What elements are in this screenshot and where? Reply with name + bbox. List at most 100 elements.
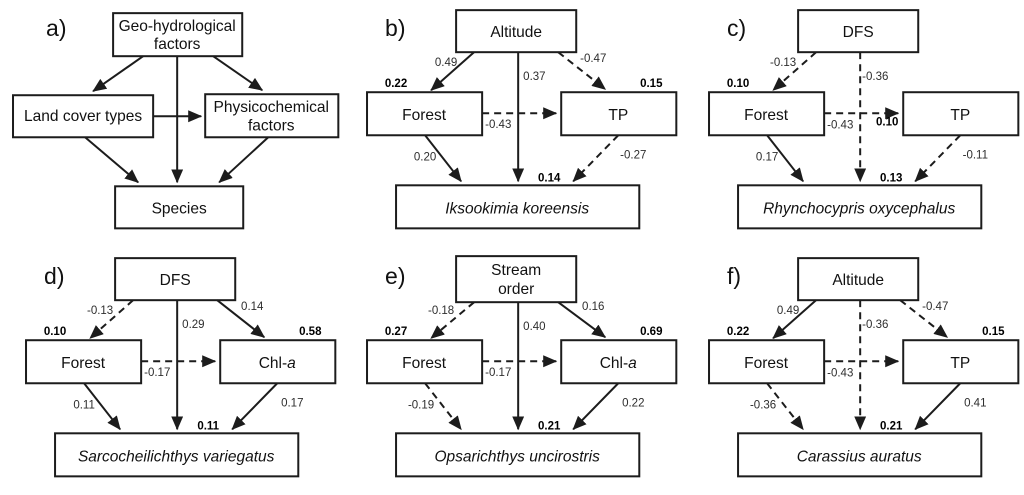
arrow-altitude-to-tp	[557, 51, 607, 91]
node-forest	[366, 338, 484, 384]
node-species-label: Iksookimia koreensis	[446, 200, 590, 217]
node-species	[736, 184, 982, 230]
node-species-label: Opsarichthys uncirostris	[435, 448, 601, 465]
node-forest	[707, 91, 825, 137]
node-tp	[901, 338, 1019, 384]
node-chl-a-label: Chl-a	[259, 355, 296, 372]
arrow-streamorder-to-chl-a	[557, 300, 607, 338]
arrow-forest-to-species	[424, 382, 463, 430]
edge-label-dfs-chl-a: 0.14	[241, 301, 264, 313]
edge-label-forest-chl-a: -0.17	[144, 367, 170, 379]
edge-label-forest-tp: -0.43	[827, 367, 853, 379]
panel-f-carassius-auratus: f) Altitude Forest TP Carassius auratus …	[707, 256, 1019, 477]
node-tp-label: TP	[950, 355, 970, 372]
node-land-cover	[12, 94, 155, 139]
r2-tp: 0.10	[876, 116, 898, 128]
node-species	[736, 431, 982, 477]
node-stream-order	[455, 254, 578, 303]
node-forest-label: Forest	[402, 107, 447, 124]
edge-label-chl-a-species: 0.17	[281, 397, 303, 409]
panel-letter: e)	[385, 263, 405, 289]
edge-label-tp-species: -0.27	[620, 149, 646, 161]
edge-label-streamorder-chl-a: 0.16	[582, 301, 604, 313]
node-chl-a	[219, 338, 337, 384]
r2-species: 0.11	[197, 420, 219, 432]
panel-letter: d)	[44, 263, 64, 289]
arrow-altitude-to-forest	[771, 298, 817, 339]
r2-species: 0.21	[880, 420, 903, 432]
panel-d-sarcocheilichthys-variegatus: d) DFS Forest Chl-a Sarcocheilichthys va…	[25, 256, 337, 477]
node-species	[395, 184, 641, 230]
node-chl-a-label: Chl-a	[600, 355, 637, 372]
r2-forest: 0.10	[44, 326, 66, 338]
edge-label-forest-species: -0.36	[750, 399, 776, 411]
r2-species: 0.14	[538, 172, 561, 184]
arrow-forest-to-species	[83, 382, 121, 430]
edge-label-altitude-tp: -0.47	[580, 53, 606, 65]
node-forest	[366, 91, 484, 137]
node-tp-label: TP	[950, 107, 970, 124]
node-tp	[560, 91, 678, 137]
node-landcover-label: Land cover types	[24, 108, 142, 125]
r2-forest: 0.22	[385, 78, 407, 90]
edge-label-dfs-forest: -0.13	[770, 57, 796, 69]
edge-label-streamorder-species: 0.40	[524, 321, 546, 333]
arrow-forest-to-species	[765, 134, 804, 183]
arrow-tp-to-species	[914, 382, 961, 430]
edge-label-forest-species: 0.20	[414, 151, 436, 163]
edge-label-streamorder-forest: -0.18	[428, 305, 454, 317]
node-species-label: Species	[152, 200, 207, 217]
arrow-dfs-to-forest	[89, 298, 134, 339]
edge-label-forest-species: 0.17	[756, 151, 778, 163]
edge-label-forest-tp: -0.43	[827, 119, 853, 131]
panel-letter: b)	[385, 15, 405, 41]
node-physicochemical	[204, 93, 340, 139]
r2-tp: 0.15	[640, 78, 663, 90]
node-dfs	[114, 256, 237, 301]
edge-label-altitude-species: 0.37	[524, 71, 546, 83]
node-forest-label: Forest	[744, 355, 789, 372]
r2-species: 0.21	[538, 420, 561, 432]
edge-label-forest-species: -0.19	[408, 399, 434, 411]
edge-label-tp-species: 0.41	[964, 397, 986, 409]
node-forest	[707, 338, 825, 384]
node-dfs	[796, 9, 919, 54]
edge-label-altitude-forest: 0.49	[435, 57, 457, 69]
edge-label-chl-a-species: 0.22	[622, 397, 644, 409]
arrow-forest-to-species	[765, 382, 804, 430]
edge-label-altitude-tp: -0.47	[922, 301, 948, 313]
r2-chl-a: 0.58	[299, 326, 322, 338]
node-altitude-label: Altitude	[491, 24, 543, 41]
edge-label-forest-species: 0.11	[73, 399, 95, 411]
node-tp-label: TP	[609, 107, 629, 124]
arrow-landcover-to-species	[84, 136, 139, 184]
edge-label-dfs-species: -0.36	[862, 71, 888, 83]
arrow-chl-a-to-species	[231, 382, 278, 430]
panel-letter: c)	[727, 15, 746, 41]
node-chl-a	[560, 338, 678, 384]
node-dfs-label: DFS	[160, 272, 191, 289]
arrow-altitude-to-forest	[430, 51, 476, 91]
arrow-chl-a-to-species	[572, 382, 620, 430]
panel-c-rhynchocypris-oxycephalus: c) DFS Forest TP Rhynchocypris oxycephal…	[707, 9, 1019, 230]
r2-chl-a: 0.69	[640, 326, 662, 338]
node-altitude	[455, 9, 578, 54]
node-forest-label: Forest	[744, 107, 789, 124]
edge-label-altitude-forest: 0.49	[777, 305, 799, 317]
r2-forest: 0.27	[385, 326, 407, 338]
arrow-tp-to-species	[572, 134, 620, 183]
node-species	[54, 431, 300, 477]
panel-b-iksookimia-koreensis: b) Altitude Forest TP Iksookimia koreens…	[366, 9, 678, 230]
node-dfs-label: DFS	[842, 24, 873, 41]
arrow-altitude-to-tp	[899, 298, 948, 338]
node-species	[114, 185, 245, 230]
r2-species: 0.13	[880, 172, 902, 184]
node-geo-hydrological	[112, 12, 244, 58]
node-altitude-label: Altitude	[832, 272, 884, 289]
arrow-streamorder-to-forest	[430, 300, 476, 339]
